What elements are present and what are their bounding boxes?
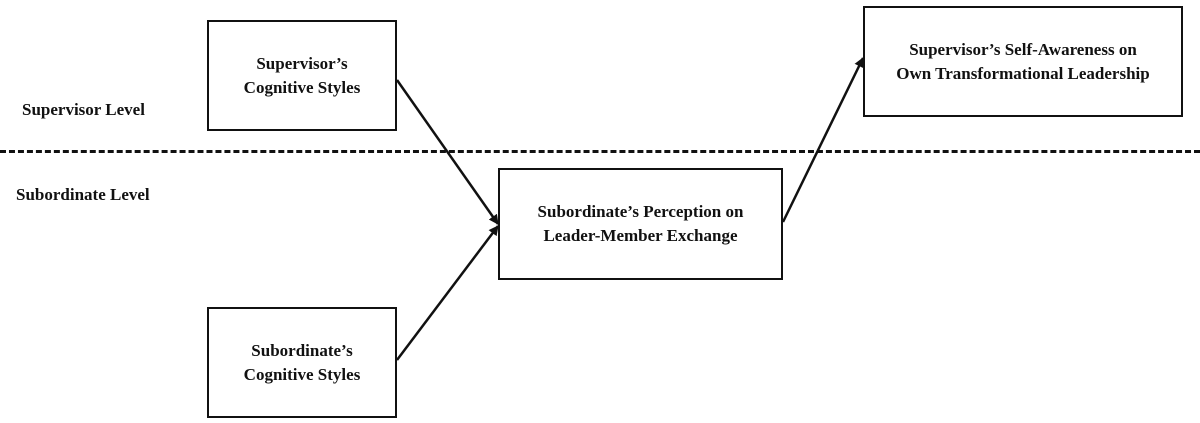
- arrow-subordinate-cognitive-to-lmx: [396, 225, 499, 361]
- node-line: Cognitive Styles: [243, 77, 361, 97]
- node-line: Leader-Member Exchange: [543, 226, 738, 245]
- supervisor-level-label: Supervisor Level: [22, 100, 145, 119]
- supervisor-cognitive-styles-box: Supervisor’s Cognitive Styles: [207, 20, 397, 131]
- subordinate-cognitive-styles-box: Subordinate’s Cognitive Styles: [207, 307, 397, 418]
- arrow-lmx-to-self-awareness: [781, 57, 865, 223]
- node-line: Own Transformational Leadership: [896, 63, 1150, 83]
- node-line: Subordinate’s: [251, 340, 353, 360]
- lmx-perception-box: Subordinate’s Perception on Leader-Membe…: [498, 168, 783, 280]
- level-divider-dashed-line: [0, 150, 1200, 153]
- subordinate-level-label: Subordinate Level: [16, 185, 150, 204]
- node-line: Supervisor’s Self-Awareness on: [909, 39, 1137, 59]
- node-line: Cognitive Styles: [243, 364, 361, 384]
- node-line: Subordinate’s Perception on: [537, 202, 744, 221]
- self-awareness-box: Supervisor’s Self-Awareness on Own Trans…: [863, 6, 1183, 117]
- node-line: Supervisor’s: [256, 53, 348, 73]
